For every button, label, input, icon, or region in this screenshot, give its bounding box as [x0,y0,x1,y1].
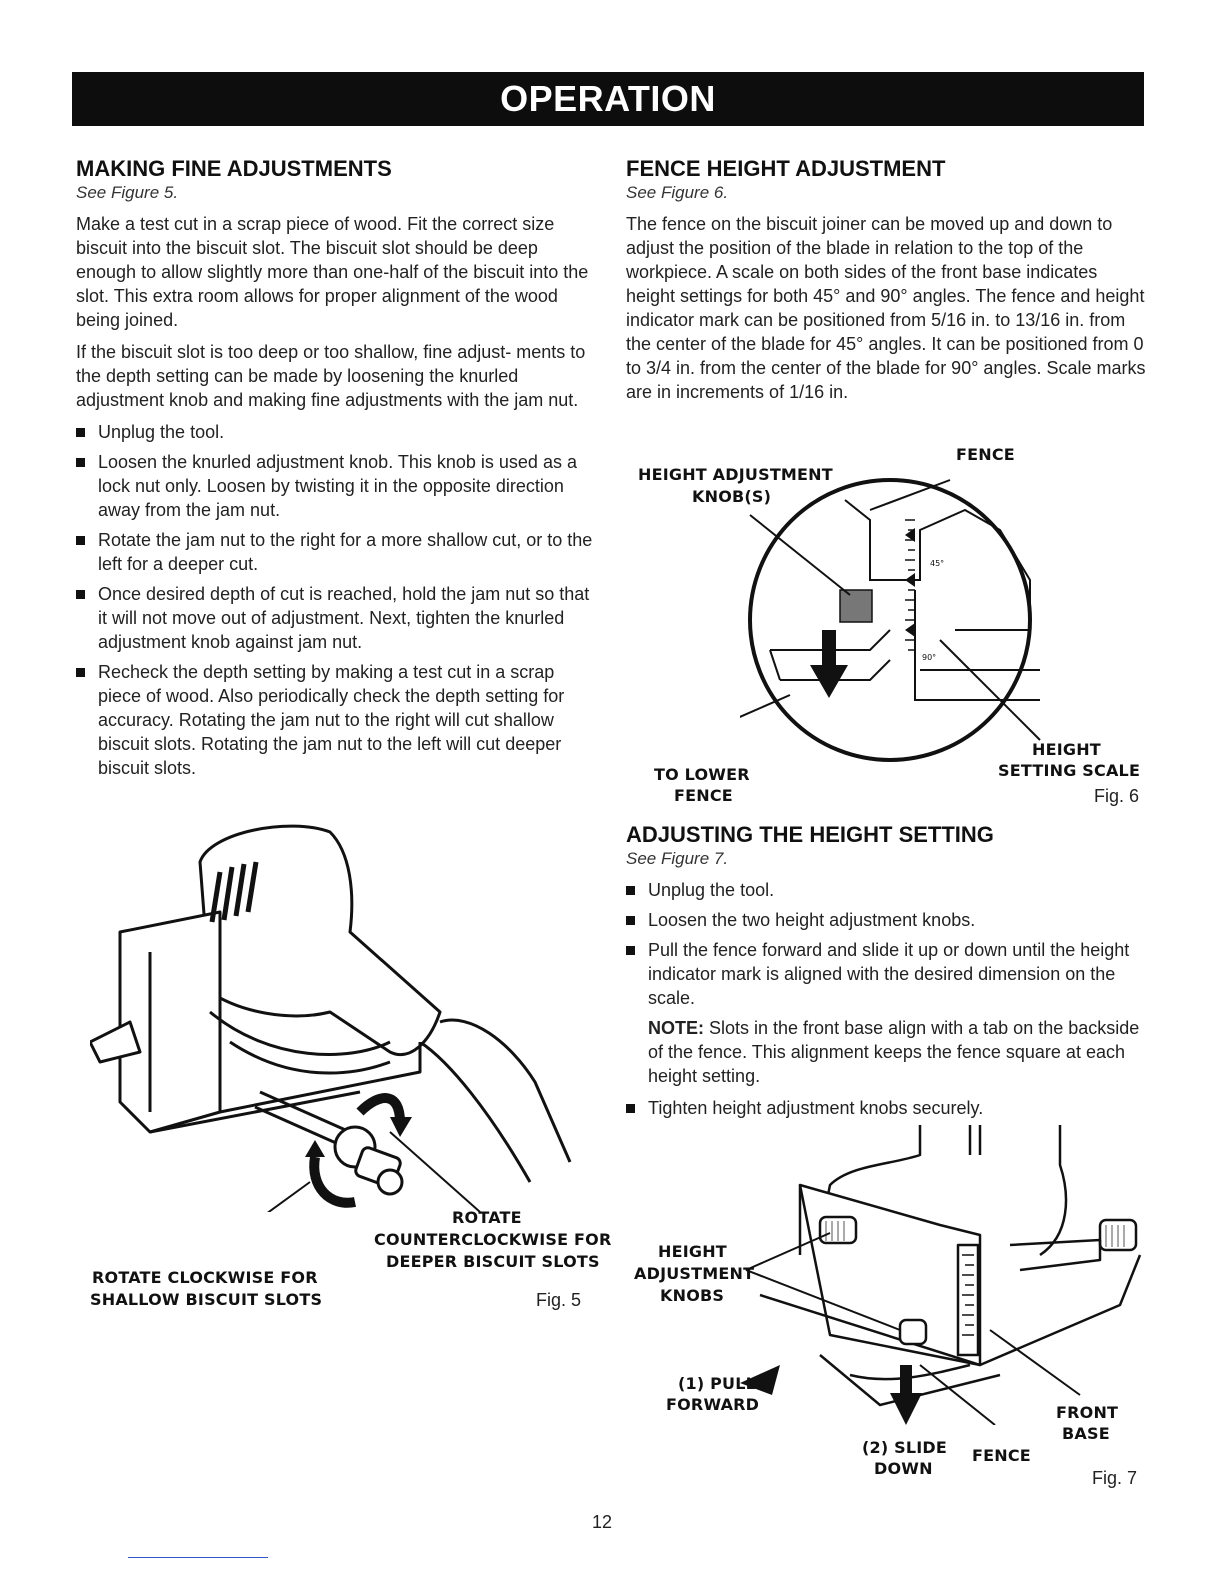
figure-7-illustration [740,1125,1142,1425]
list-item: Recheck the depth setting by making a te… [76,660,598,780]
page-number: 12 [592,1512,613,1532]
list-item: Once desired depth of cut is reached, ho… [76,582,598,654]
label-slide-down: (2) SLIDE [862,1438,948,1457]
label-to-lower-fence: TO LOWER [654,765,750,784]
scale-45-label: 45° [930,559,944,568]
list-item: Loosen the two height adjustment knobs. [626,908,1146,932]
label-rotate-cw: ROTATE CLOCKWISE FOR [92,1268,318,1287]
heading-adjusting-height: ADJUSTING THE HEIGHT SETTING [626,822,994,847]
figure-5-illustration [90,824,572,1212]
label-height-adjustment-knobs: KNOBS [660,1286,725,1305]
label-height-adjustment-knob: HEIGHT ADJUSTMENT [638,465,833,484]
label-fence: FENCE [972,1446,1031,1465]
label-slide-down: DOWN [874,1459,933,1478]
scale-90-label: 90° [922,653,936,662]
label-height-adjustment-knobs: ADJUSTMENT [634,1264,755,1283]
section-banner: OPERATION [72,72,1144,126]
label-height-adjustment-knobs: HEIGHT [658,1242,727,1261]
label-height-setting-scale: SETTING SCALE [998,761,1141,780]
label-rotate-ccw: COUNTERCLOCKWISE FOR [374,1230,612,1249]
list-item: Loosen the knurled adjustment knob. This… [76,450,598,522]
bullet-list: Unplug the tool. Loosen the knurled adju… [76,420,598,780]
label-front-base: FRONT [1056,1403,1119,1422]
see-figure-7: See Figure 7. [626,849,729,868]
label-rotate-cw: SHALLOW BISCUIT SLOTS [90,1290,323,1309]
right-column-top: FENCE HEIGHT ADJUSTMENT See Figure 6. Th… [626,156,1146,412]
left-column: MAKING FINE ADJUSTMENTS See Figure 5. Ma… [76,156,598,786]
paragraph: The fence on the biscuit joiner can be m… [626,214,1146,402]
label-rotate-ccw: DEEPER BISCUIT SLOTS [386,1252,600,1271]
heading-fence-height: FENCE HEIGHT ADJUSTMENT [626,156,946,181]
label-pull-forward: FORWARD [666,1395,760,1414]
note-text: Slots in the front base align with a tab… [648,1018,1140,1086]
list-item: Tighten height adjustment knobs securely… [626,1096,1146,1120]
list-item: Unplug the tool. [76,420,598,444]
see-figure-5: See Figure 5. [76,183,179,202]
bullet-list: Unplug the tool. Loosen the two height a… [626,878,1146,1010]
see-figure-6: See Figure 6. [626,183,729,202]
note: NOTE: Slots in the front base align with… [626,1016,1146,1088]
paragraph: If the biscuit slot is too deep or too s… [76,342,586,410]
label-rotate-ccw: ROTATE [452,1208,522,1227]
label-front-base: BASE [1062,1424,1110,1443]
bullet-list: Tighten height adjustment knobs securely… [626,1096,1146,1120]
figure-5-caption: Fig. 5 [536,1290,582,1310]
figure-6-caption: Fig. 6 [1094,786,1140,806]
list-item: Pull the fence forward and slide it up o… [626,938,1146,1010]
list-item: Unplug the tool. [626,878,1146,902]
label-to-lower-fence: FENCE [674,786,733,805]
note-label: NOTE: [648,1018,704,1038]
label-fence: FENCE [956,445,1015,464]
list-item: Rotate the jam nut to the right for a mo… [76,528,598,576]
right-column-bottom: ADJUSTING THE HEIGHT SETTING See Figure … [626,822,1146,1126]
heading-fine-adjustments: MAKING FINE ADJUSTMENTS [76,156,392,181]
figure-7-caption: Fig. 7 [1092,1468,1138,1488]
paragraph: Make a test cut in a scrap piece of wood… [76,214,589,330]
label-pull-forward: (1) PULL [678,1374,757,1393]
label-height-adjustment-knob: KNOB(S) [692,487,772,506]
footer-divider [128,1557,268,1558]
label-height-setting-scale: HEIGHT [1032,740,1101,759]
figure-6-illustration: 45° 90° [740,478,1041,762]
